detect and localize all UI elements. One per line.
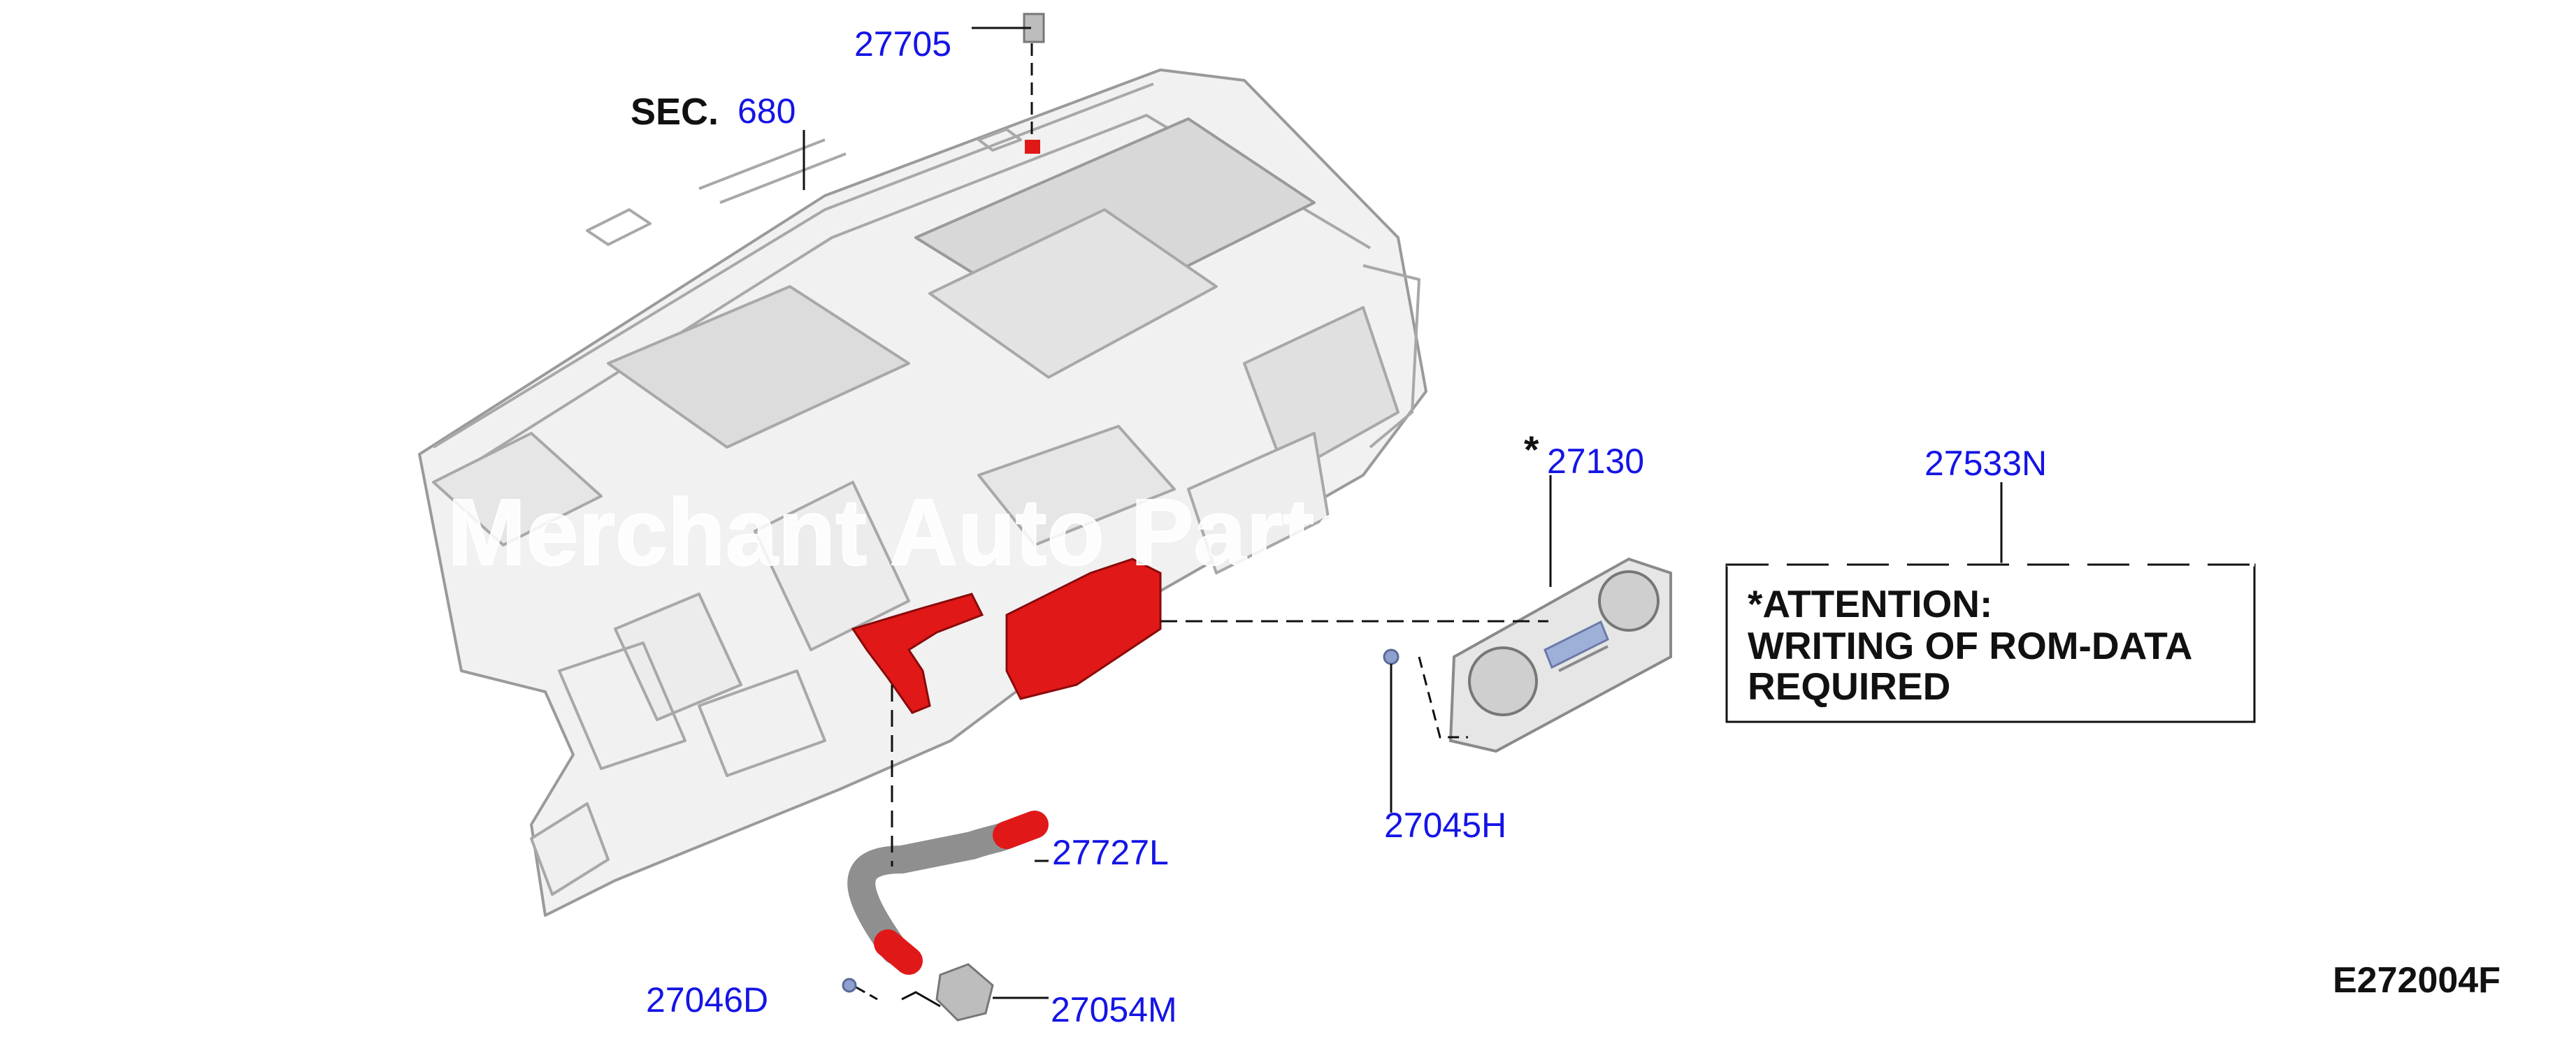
part-label-27727L: 27727L [1052, 833, 1169, 872]
watermark-text: Merchant Auto Parts Co. [447, 479, 1545, 585]
attention-line-1: *ATTENTION: [1748, 582, 1992, 625]
bracket-part-left [851, 593, 984, 714]
highlighted-parts [851, 558, 1162, 714]
attention-line-2: WRITING OF ROM-DATA [1748, 624, 2192, 667]
section-prefix: SEC. [631, 91, 719, 133]
duct-part-center [1005, 558, 1162, 700]
instrument-panel-illustration [418, 68, 1427, 917]
connector-27054M [935, 963, 994, 1022]
leader-lines [803, 27, 2003, 1008]
attention-line-3: REQUIRED [1748, 665, 1950, 708]
part-label-27054M: 27054M [1051, 990, 1177, 1029]
clip-27705-red [1025, 140, 1040, 154]
screw-27045H [1383, 648, 1399, 665]
screw-27046D [842, 978, 857, 993]
ac-control-unit [1448, 557, 1672, 753]
duct-hose-assembly [847, 811, 1049, 975]
control-dial-left [1468, 646, 1538, 716]
part-label-27130: 27130 [1547, 442, 1644, 481]
figure-code: E272004F [2333, 960, 2501, 1001]
asterisk-mark-27130: * [1524, 428, 1539, 471]
part-label-27046D: 27046D [646, 980, 768, 1020]
control-dial-right [1598, 570, 1660, 632]
part-label-27045H: 27045H [1384, 806, 1506, 845]
part-label-27705: 27705 [854, 24, 951, 64]
part-label-27533N: 27533N [1924, 444, 2047, 483]
section-number: 680 [737, 92, 796, 131]
